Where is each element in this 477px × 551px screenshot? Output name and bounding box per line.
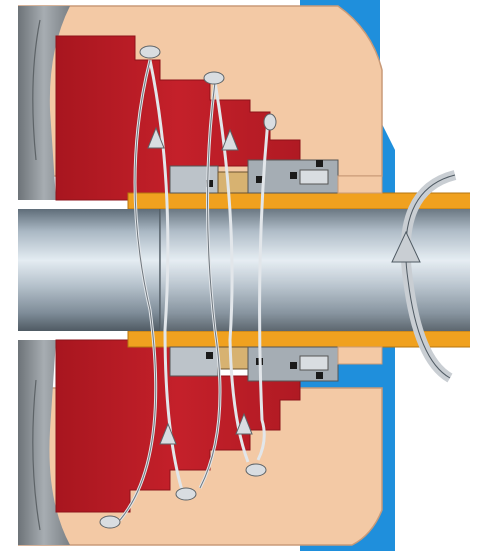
rotation-arrow-icon xyxy=(391,170,457,383)
bolt-heads xyxy=(99,45,277,529)
flow-loops-shadow xyxy=(119,59,221,521)
impeller-lower xyxy=(18,340,70,545)
frame-right xyxy=(470,0,477,551)
impeller-curve-upper xyxy=(32,19,41,161)
shaft xyxy=(18,209,477,331)
o-ring-icon xyxy=(206,352,213,359)
o-ring-icon xyxy=(290,362,297,369)
flow-up-arrow-icon xyxy=(147,126,165,149)
o-ring-icon xyxy=(316,372,323,379)
frame-left xyxy=(0,0,18,551)
flow-up-arrow-icon xyxy=(221,128,239,151)
mechanical-seal-upper xyxy=(169,159,383,194)
flow-up-arrow-icon xyxy=(235,412,253,435)
impeller-curve-lower xyxy=(32,379,41,531)
o-ring-icon xyxy=(290,172,297,179)
flow-up-arrow-icon xyxy=(159,422,177,445)
o-ring-icon xyxy=(316,160,323,167)
impeller-upper xyxy=(18,6,70,200)
o-ring-icon xyxy=(256,176,263,183)
o-ring-icon xyxy=(206,180,213,187)
